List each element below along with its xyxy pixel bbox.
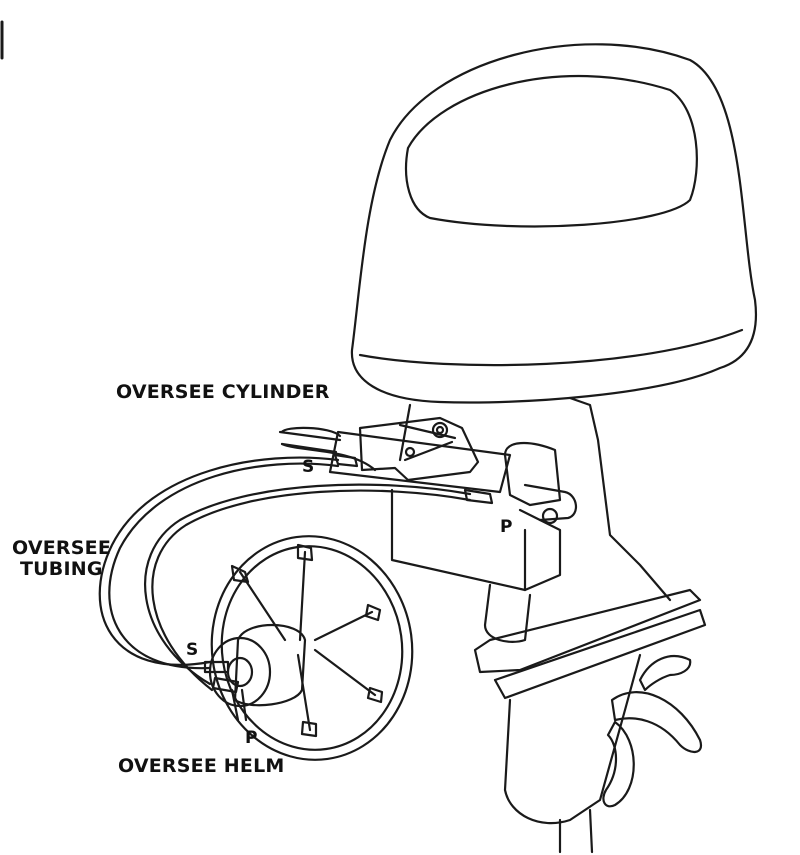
helm-fittings xyxy=(203,660,248,722)
lower-unit xyxy=(503,653,642,825)
motor-midsection xyxy=(398,396,672,602)
tube-p-outer xyxy=(144,483,472,686)
motor-shaft xyxy=(483,583,532,643)
cylinder-plate xyxy=(398,423,457,462)
outboard-motor xyxy=(350,43,758,854)
wheel-spokes xyxy=(238,550,377,732)
port-label-cylinder-p: P xyxy=(500,517,513,537)
lower-unit-skeg xyxy=(558,808,594,854)
cowling-top-panel xyxy=(404,74,698,228)
tiller-nut xyxy=(541,507,559,525)
tube-s-outer xyxy=(98,456,340,666)
motor-cowling xyxy=(350,43,758,404)
label-oversee-tubing-line1: OVERSEE xyxy=(12,537,111,559)
tube-p-inner xyxy=(151,489,472,692)
label-oversee-tubing-line2: TUBING xyxy=(20,558,103,580)
steering-cylinder xyxy=(278,416,577,525)
cylinder-end-block xyxy=(503,441,562,507)
port-label-helm-p: P xyxy=(245,728,258,748)
hydraulic-tubing xyxy=(98,426,472,692)
pivot-bolt-inner xyxy=(435,425,445,435)
pivot-bolt xyxy=(431,421,449,439)
bracket-bolt xyxy=(404,446,416,458)
port-label-cylinder-s: S xyxy=(302,457,315,477)
label-oversee-helm: OVERSEE HELM xyxy=(118,755,285,777)
return-line xyxy=(280,426,377,472)
propeller xyxy=(602,655,703,808)
cylinder-fitting-p xyxy=(463,488,494,505)
tube-s-inner xyxy=(108,462,340,670)
cowling-seam xyxy=(358,328,744,367)
plate-edge xyxy=(493,608,707,700)
wheel-spoke-knobs xyxy=(230,543,384,738)
motor-mount xyxy=(390,488,562,592)
port-label-helm-s: S xyxy=(186,640,199,660)
cylinder-rod xyxy=(278,430,342,454)
anti-ventilation-plate xyxy=(473,588,702,674)
tiller-tube xyxy=(523,483,577,522)
label-oversee-cylinder: OVERSEE CYLINDER xyxy=(116,381,330,403)
steering-helm xyxy=(203,623,307,722)
